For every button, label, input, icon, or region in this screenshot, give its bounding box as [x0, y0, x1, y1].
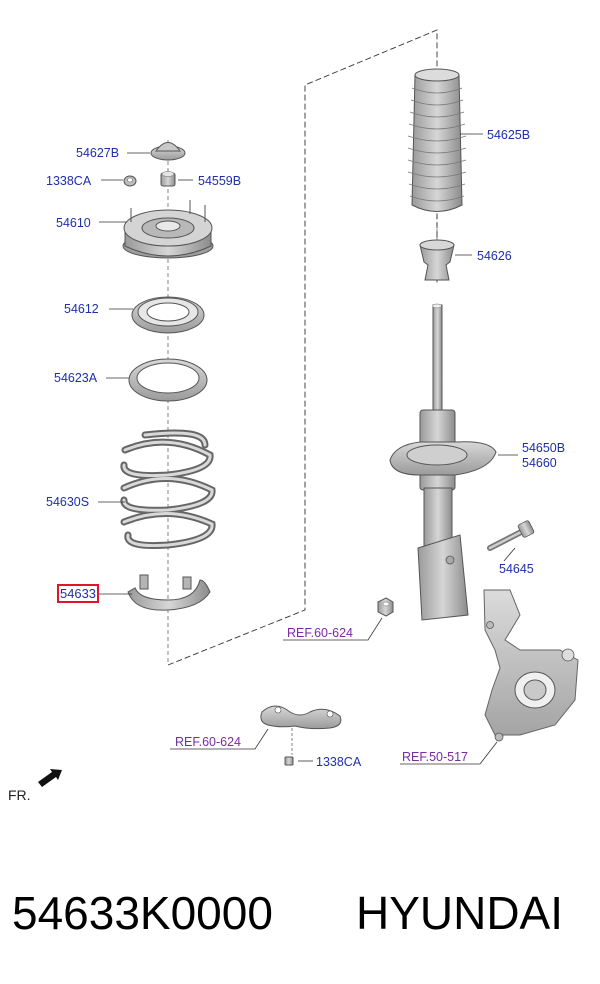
strut-mount-part [122, 200, 214, 259]
label-54612[interactable]: 54612 [64, 302, 99, 316]
dust-boot-part [407, 68, 467, 212]
steering-knuckle-part [483, 589, 579, 742]
lower-arm-bracket-part [260, 705, 342, 730]
small-clip-part [284, 756, 294, 766]
label-54626[interactable]: 54626 [477, 249, 512, 263]
front-orientation-label: FR. [8, 787, 31, 803]
label-54559B[interactable]: 54559B [198, 174, 241, 188]
label-54630S[interactable]: 54630S [46, 495, 89, 509]
label-54645[interactable]: 54645 [499, 562, 534, 576]
label-1338CA-bottom[interactable]: 1338CA [316, 755, 362, 769]
lock-nut-part [160, 171, 176, 187]
label-54650B[interactable]: 54650B [522, 441, 565, 455]
label-54625B[interactable]: 54625B [487, 128, 530, 142]
label-54623A[interactable]: 54623A [54, 371, 98, 385]
brand-text: HYUNDAI [356, 887, 564, 939]
label-54627B[interactable]: 54627B [76, 146, 119, 160]
label-54633[interactable]: 54633 [60, 587, 96, 601]
strut-assembly-part [389, 303, 497, 621]
lower-spring-pad-part [127, 574, 211, 611]
label-1338CA-top[interactable]: 1338CA [46, 174, 92, 188]
part-number-text: 54633K0000 [12, 887, 273, 939]
forward-arrow-icon [38, 769, 62, 787]
ref-label-arm[interactable]: REF.60-624 [175, 735, 241, 749]
bump-stopper-part [419, 239, 455, 281]
small-nut-part [123, 175, 137, 187]
part-caption: 54633K0000 HYUNDAI [0, 860, 600, 970]
ref-label-knuckle[interactable]: REF.50-517 [402, 750, 468, 764]
spring-pad-upper-part [128, 358, 208, 402]
leader-lines [98, 133, 518, 765]
highlight-box-54633 [57, 584, 99, 603]
coil-spring-highlight [122, 431, 214, 547]
assembly-dashed-outline [167, 29, 438, 666]
label-54610[interactable]: 54610 [56, 216, 91, 230]
suspension-exploded-diagram: 54627B 1338CA 54559B 54610 54612 54623A … [8, 29, 579, 803]
dust-cap-part [150, 142, 186, 161]
bolt-part [487, 520, 535, 551]
strut-nut-part [377, 597, 394, 617]
bearing-part [131, 296, 205, 334]
ref-label-nut[interactable]: REF.60-624 [287, 626, 353, 640]
label-54660[interactable]: 54660 [522, 456, 557, 470]
